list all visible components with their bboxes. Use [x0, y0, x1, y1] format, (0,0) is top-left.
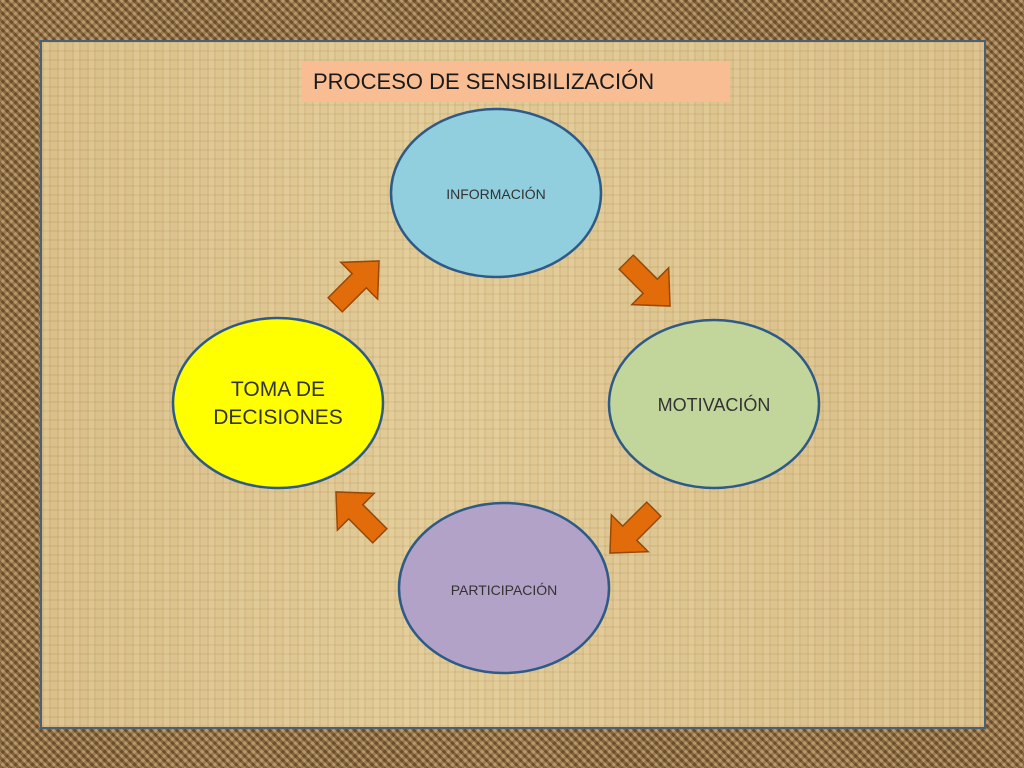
arrow-toma-to-informacion: [327, 260, 380, 313]
label-motivacion-text: MOTIVACIÓN: [657, 394, 771, 415]
diagram-title: PROCESO DE SENSIBILIZACIÓN: [313, 68, 655, 94]
label-informacion-text: INFORMACIÓN: [446, 185, 546, 202]
node-informacion: [389, 107, 603, 279]
label-participacion-text: PARTICIPACIÓN: [450, 581, 558, 598]
arrow-motivacion-to-participacion: [609, 501, 662, 554]
title-box: PROCESO DE SENSIBILIZACIÓN: [302, 61, 730, 102]
label-toma-line2: DECISIONES: [213, 406, 343, 429]
node-motivacion: [607, 318, 821, 490]
label-toma-decisiones: TOMA DE DECISIONES: [178, 372, 378, 436]
arrow-participacion-to-toma: [335, 491, 388, 544]
label-informacion: INFORMACIÓN: [396, 180, 596, 208]
label-motivacion: MOTIVACIÓN: [614, 390, 814, 420]
node-participacion: [397, 501, 611, 675]
node-toma-decisiones: [171, 316, 385, 490]
arrow-informacion-to-motivacion: [618, 254, 671, 307]
label-participacion: PARTICIPACIÓN: [404, 576, 604, 604]
label-toma-line1: TOMA DE: [230, 377, 326, 401]
